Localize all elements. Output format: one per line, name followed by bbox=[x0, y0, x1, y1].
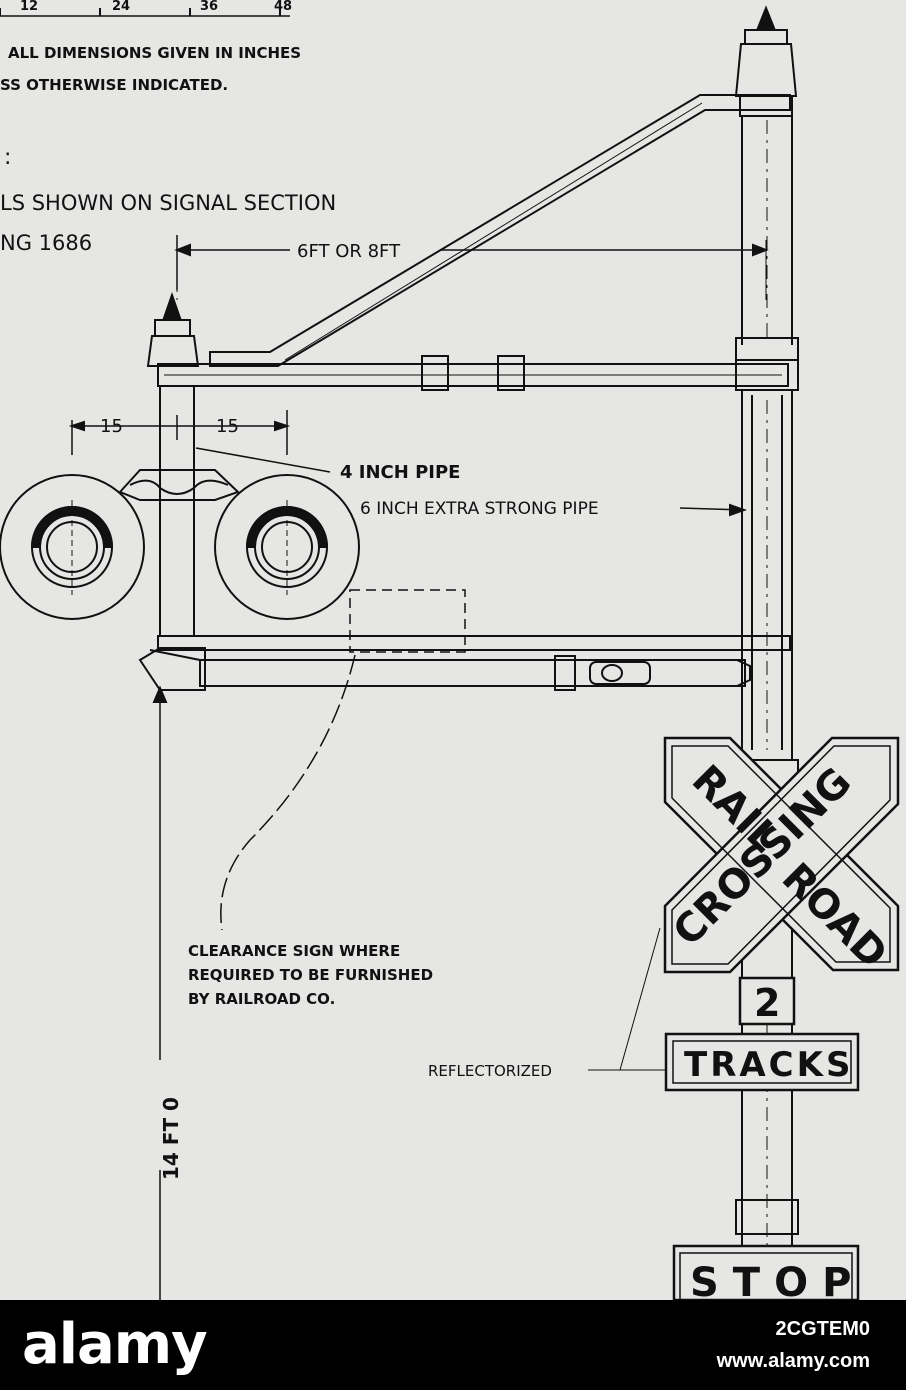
drawing-area: 12 24 36 48 ALL DIMENSIONS GIVEN IN INCH… bbox=[0, 0, 900, 1306]
span-dimension-label: 6FT OR 8FT bbox=[297, 241, 401, 262]
flashing-light-right bbox=[71, 474, 360, 620]
tracks-plate bbox=[664, 1032, 860, 1092]
lower-arm bbox=[138, 635, 791, 691]
height-dimension bbox=[152, 685, 168, 1300]
upper-arm bbox=[157, 94, 791, 391]
signal-section-note-1: LS SHOWN ON SIGNAL SECTION bbox=[0, 191, 336, 215]
scale-tick-4: 48 bbox=[274, 0, 292, 14]
scale-bar bbox=[0, 8, 281, 16]
flashing-light-left bbox=[0, 474, 145, 620]
secondary-mast bbox=[146, 250, 200, 637]
pipe-small-label: 4 INCH PIPE bbox=[340, 462, 460, 483]
alamy-logo: alamy bbox=[22, 1312, 208, 1377]
light-bracket bbox=[118, 469, 240, 501]
offset-left-label: 15 bbox=[100, 416, 123, 437]
clearance-sign-outline bbox=[349, 589, 466, 653]
image-id: 2CGTEM0 bbox=[775, 1318, 870, 1340]
pipe-large-label: 6 INCH EXTRA STRONG PIPE bbox=[360, 499, 599, 519]
track-count-text: 2 bbox=[754, 981, 780, 1025]
scale-tick-1: 12 bbox=[20, 0, 38, 14]
span-dimension bbox=[174, 235, 769, 300]
site-url: www.alamy.com bbox=[716, 1350, 870, 1372]
clearance-note-3: BY RAILROAD CO. bbox=[188, 990, 335, 1008]
height-dimension-label: 14 FT 0 bbox=[159, 1097, 183, 1180]
colon-mark: : bbox=[4, 145, 11, 170]
reflectorized-label: REFLECTORIZED bbox=[428, 1062, 552, 1080]
signal-mast-drawing: 12 24 36 48 ALL DIMENSIONS GIVEN IN INCH… bbox=[0, 0, 900, 1306]
dimension-note-1: ALL DIMENSIONS GIVEN IN INCHES bbox=[8, 44, 301, 62]
offset-right-label: 15 bbox=[216, 416, 239, 437]
offset-dimension bbox=[68, 410, 291, 455]
clearance-note-2: REQUIRED TO BE FURNISHED bbox=[188, 966, 433, 984]
stop-sign-text: STOP bbox=[690, 1260, 865, 1300]
crossbuck-sign bbox=[663, 736, 900, 974]
stop-plate bbox=[672, 1244, 860, 1302]
footer-bar: alamy 2CGTEM0 www.alamy.com bbox=[0, 1300, 906, 1390]
tracks-sign-text: TRACKS bbox=[684, 1045, 853, 1085]
scale-tick-3: 36 bbox=[200, 0, 218, 14]
scale-tick-2: 24 bbox=[112, 0, 130, 14]
dimension-note-2: SS OTHERWISE INDICATED. bbox=[0, 76, 228, 94]
clearance-note-1: CLEARANCE SIGN WHERE bbox=[188, 942, 400, 960]
main-mast bbox=[734, 5, 799, 1300]
track-count-plate bbox=[738, 976, 796, 1026]
signal-section-note-2: NG 1686 bbox=[0, 231, 92, 255]
